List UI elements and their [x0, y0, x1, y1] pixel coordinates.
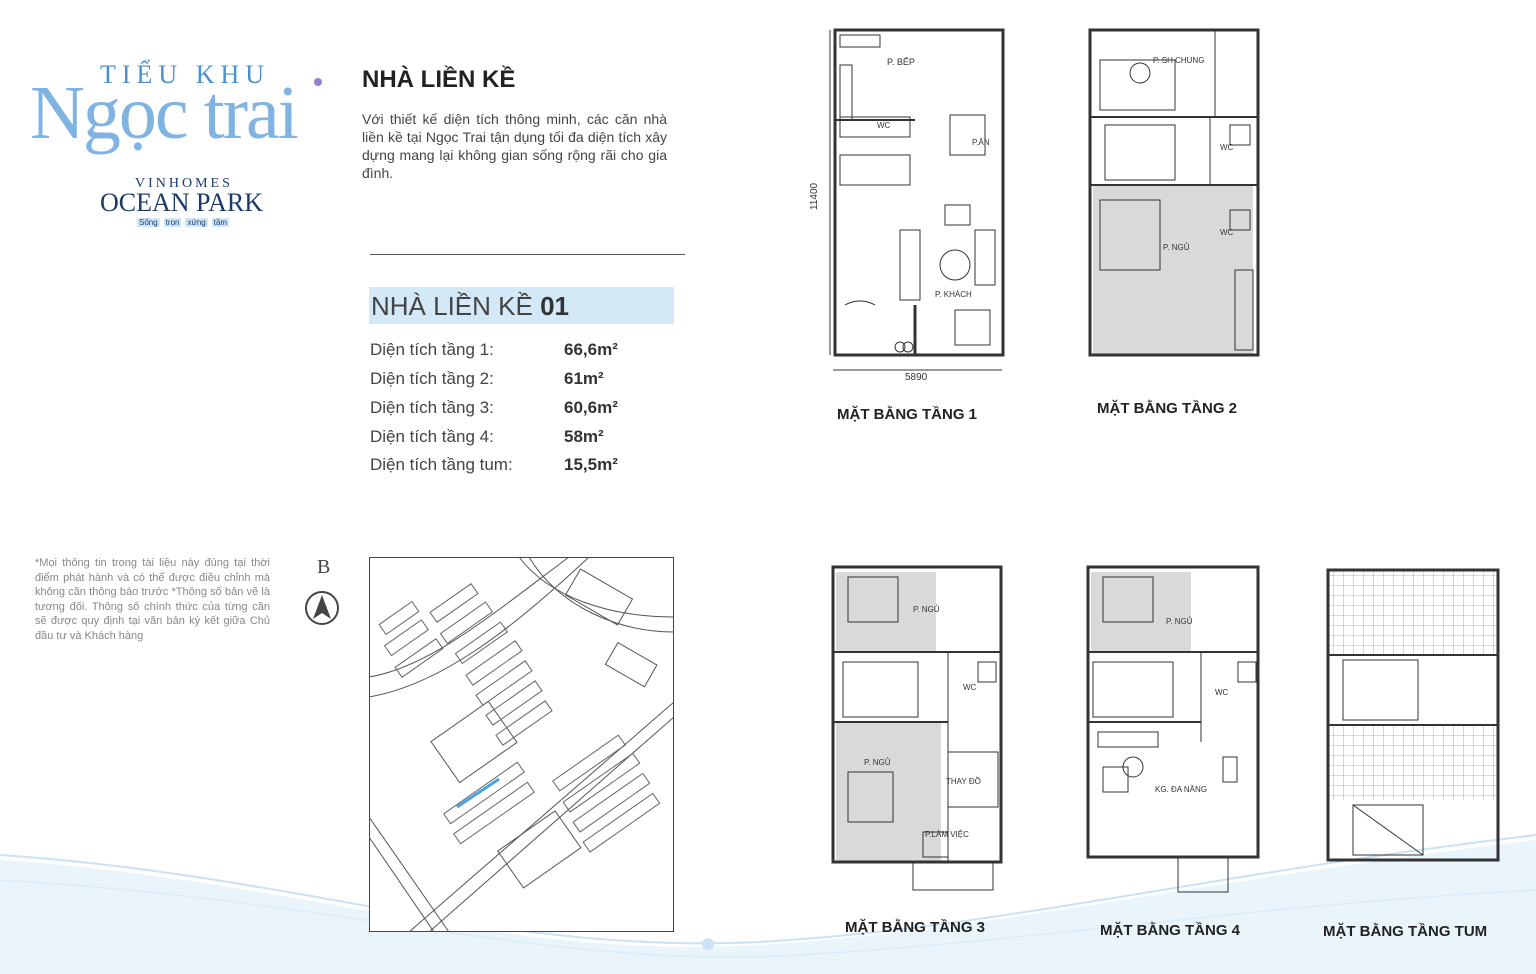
spec-label: Diện tích tầng tum: [370, 455, 513, 474]
spec-row: Diện tích tầng 1: 66,6m² [370, 340, 670, 360]
spec-row: Diện tích tầng 2: 61m² [370, 369, 670, 389]
brand-tagline: Sống trọn xứng tầm [137, 218, 230, 227]
room-label: WC [1215, 688, 1229, 697]
spec-value: 15,5m² [564, 455, 618, 474]
spec-row: Diện tích tầng 4: 58m² [370, 427, 670, 447]
spec-value: 58m² [564, 427, 604, 446]
tagline-word: xứng [185, 218, 208, 227]
brand-line1: TIỂU KHU [100, 60, 271, 89]
disclaimer-notes: *Mọi thông tin trong tài liệu này đúng t… [35, 557, 270, 642]
room-label: WC [1220, 143, 1234, 152]
page-title: NHÀ LIỀN KỀ [362, 66, 516, 93]
brand-dot [314, 78, 322, 86]
spec-label: Diện tích tầng 4: [370, 427, 494, 446]
room-label: P. NGỦ [1163, 243, 1190, 252]
brand-name: Ngọc trai [30, 71, 299, 155]
model-number: 01 [540, 291, 569, 321]
room-label: P. NGỦ [913, 605, 940, 614]
spec-row: Diện tích tầng 3: 60,6m² [370, 398, 670, 418]
room-label: WC [963, 683, 977, 692]
room-label: P.LÀM VIỆC [925, 830, 969, 839]
dimension-height: 11400 [809, 182, 820, 210]
compass-label: B [317, 556, 331, 578]
room-label: P. NGỦ [1166, 617, 1193, 626]
room-label: P. KHÁCH [935, 290, 972, 299]
room-label: P. NGỦ [864, 758, 891, 767]
spec-value: 61m² [564, 369, 604, 388]
tagline-word: trọn [163, 218, 182, 227]
floor-plan-tum [1326, 568, 1500, 862]
compass-icon [305, 591, 339, 625]
brand-vinhomes: VINHOMES [135, 176, 233, 191]
floor1-caption: MẶT BẰNG TẦNG 1 [837, 406, 977, 423]
divider [370, 254, 685, 255]
room-label: KG. ĐA NĂNG [1155, 785, 1207, 794]
room-label: WC [877, 121, 891, 130]
room-label: P. BẾP [887, 57, 915, 67]
room-label: WC [1220, 228, 1234, 237]
spec-value: 60,6m² [564, 398, 618, 417]
model-prefix: NHÀ LIỀN KỀ [371, 291, 533, 321]
floor-plan-1: P. BẾP WC P.ĂN P. KHÁCH 11400 5890 [809, 28, 1005, 383]
spec-label: Diện tích tầng 3: [370, 398, 494, 417]
floor4-caption: MẶT BẰNG TẦNG 4 [1100, 922, 1240, 939]
tagline-word: tầm [211, 218, 230, 227]
model-band [369, 287, 674, 324]
model-title: NHÀ LIỀN KỀ 01 [371, 291, 569, 322]
spec-row: Diện tích tầng tum: 15,5m² [370, 455, 670, 475]
tagline-word: Sống [137, 218, 160, 227]
floor-plan-2: P. SH CHUNG WC WC P. NGỦ [1088, 28, 1260, 357]
room-label: P. SH CHUNG [1153, 56, 1204, 65]
spec-label: Diện tích tầng 2: [370, 369, 494, 388]
site-map [369, 557, 674, 932]
spec-label: Diện tích tầng 1: [370, 340, 494, 359]
floor-plan-3: P. NGỦ WC P. NGỦ THAY ĐỒ P.LÀM VIỆC [831, 565, 1003, 891]
floor2-caption: MẶT BẰNG TẦNG 2 [1097, 400, 1237, 417]
spec-value: 66,6m² [564, 340, 618, 359]
room-label: THAY ĐỒ [946, 776, 981, 786]
tum-caption: MẶT BẰNG TẦNG TUM [1323, 923, 1488, 940]
wave-decoration [0, 834, 1536, 974]
floor3-caption: MẶT BẰNG TẦNG 3 [845, 919, 985, 936]
dimension-width: 5890 [905, 372, 928, 383]
floor-plan-4: P. NGỦ WC KG. ĐA NĂNG [1086, 565, 1260, 893]
room-label: P.ĂN [972, 138, 990, 147]
brand-ocean-park: OCEAN PARK [100, 188, 264, 217]
description: Với thiết kế diện tích thông minh, các c… [362, 111, 667, 181]
